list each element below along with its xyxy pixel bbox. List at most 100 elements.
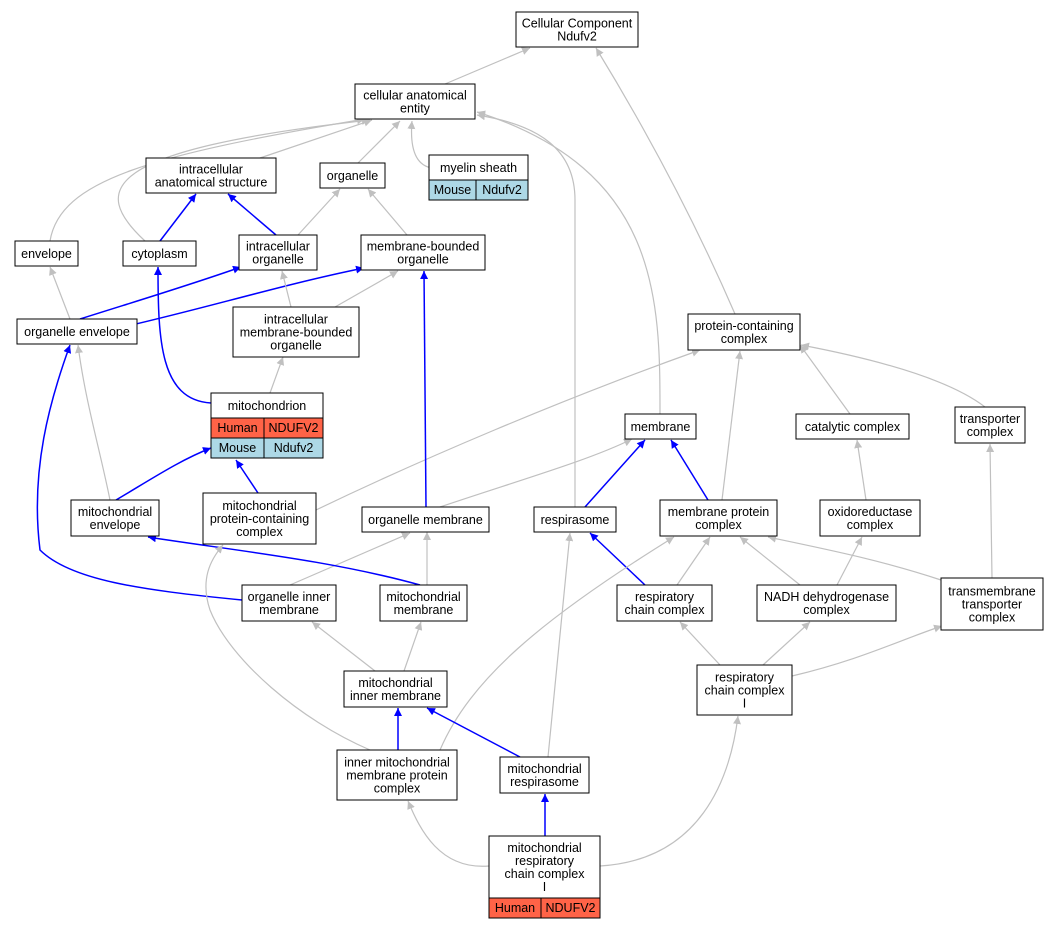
node-label: inner mitochondrial [344,756,450,770]
node-box [319,162,386,189]
edge-cat-to-pcc [799,344,851,415]
edge-resp-to-cae [476,112,576,507]
node-label: complex [847,518,894,532]
node-box [940,577,1044,631]
edge-mim-to-mm [403,621,423,672]
edge-membrane-to-cae [476,110,661,415]
node-label: chain complex [505,867,586,881]
node-box [379,584,468,622]
node-oe[interactable]: organelle envelope [16,318,138,345]
annotation-gene: NDUFV2 [545,901,595,915]
node-envelope[interactable]: envelope [14,240,79,267]
edge-ndh-to-mpc [739,536,801,586]
node-label: complex [967,425,1014,439]
edge-cae-to-root [444,47,531,85]
node-label: anatomical structure [155,176,268,190]
edge-mrcc1-to-rcc1 [599,715,741,867]
edge-mito-to-imbo [269,356,285,394]
edge-om-to-membrane [439,438,633,508]
node-label: mitochondrial [222,499,296,513]
node-label: complex [236,525,283,539]
node-label: inner membrane [350,689,441,703]
node-label: transporter [962,598,1022,612]
node-label: catalytic complex [805,420,901,434]
annotation-gene-cell [475,179,529,201]
edge-oxr-to-cat [854,439,867,501]
node-label: chain complex [625,603,706,617]
edge-mresp-to-resp [547,532,574,758]
node-label: protein-containing [694,319,793,333]
node-label: I [543,880,546,894]
edge-mm-to-menv [147,534,421,586]
node-organelle[interactable]: organelle [319,162,386,189]
node-box [624,413,697,440]
node-box [687,313,801,351]
annotation-gene: Ndufv2 [482,183,522,197]
edge-rcc1-to-ndh [762,621,811,666]
annotation-gene-cell [540,897,601,919]
node-label: transmembrane [948,585,1036,599]
annotation-gene: Ndufv2 [274,441,314,455]
node-label: protein-containing [210,512,309,526]
node-label: mitochondrial [507,841,581,855]
node-cat[interactable]: catalytic complex [795,413,910,440]
node-label: I [743,697,746,711]
node-box [616,584,713,622]
node-label: Ndufv2 [557,30,597,44]
node-box [659,499,778,537]
node-label: intracellular [246,240,310,254]
node-resp[interactable]: respirasome [533,506,617,533]
node-membrane[interactable]: membrane [624,413,697,440]
node-label: membrane protein [668,505,769,519]
edge-imm-to-mpcc [205,544,371,751]
node-label: membrane [394,603,454,617]
node-label: oxidoreductase [828,505,913,519]
annotation-gene-cell [263,437,324,459]
node-box [795,413,910,440]
edge-oim-to-om [289,532,411,586]
edge-envelope-to-cae [49,116,366,242]
edge-ias-to-cae [259,118,373,159]
node-label: complex [969,611,1016,625]
edge-mito-to-cytoplasm [154,266,212,404]
node-om[interactable]: organelle membrane [361,506,490,533]
edge-menv-to-mito [115,447,212,501]
node-label: cellular anatomical [363,89,467,103]
node-label: membrane protein [346,769,447,783]
node-box [210,392,324,419]
edge-io-to-organelle [297,188,341,236]
node-label: organelle [327,169,378,183]
node-label: organelle [270,339,321,353]
node-label: myelin sheath [440,161,517,175]
node-cytoplasm[interactable]: cytoplasm [122,240,197,267]
edge-rcc-to-resp [589,532,646,586]
node-box [756,584,897,622]
node-box [499,756,590,794]
